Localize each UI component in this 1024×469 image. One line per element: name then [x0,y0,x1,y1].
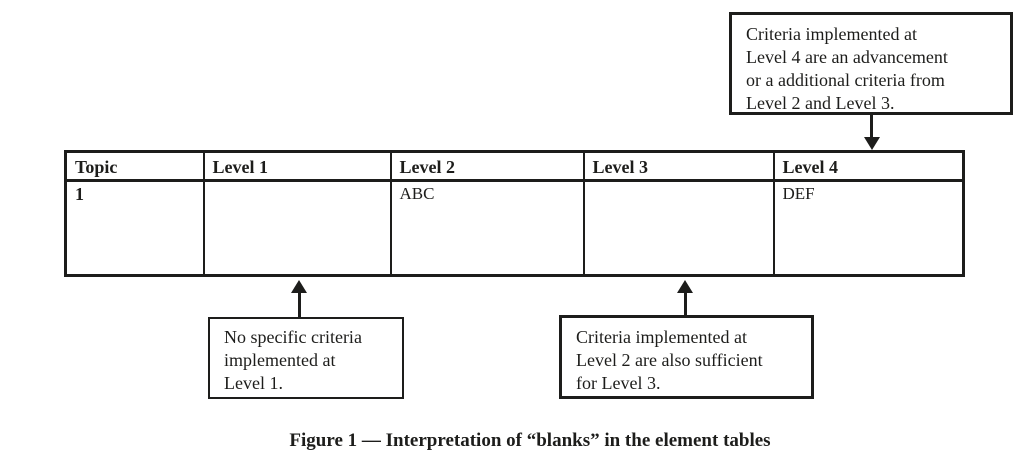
callout-level4-box: Criteria implemented at Level 4 are an a… [729,12,1013,115]
table-header-row: Topic Level 1 Level 2 Level 3 Level 4 [64,150,965,182]
arrow-up-to-level3-column [684,291,687,315]
table-row: 1 ABC DEF [64,179,965,277]
column-header-topic: Topic [64,150,205,182]
callout-level4-text-line: or a additional criteria from [746,70,945,90]
callout-level1-text-line: No specific criteria [224,327,362,347]
column-header-level1: Level 1 [202,150,392,182]
arrow-down-to-level4-column [870,115,873,139]
callout-level4-text-line: Level 4 are an advancement [746,47,948,67]
arrow-up-icon [291,280,307,293]
figure-caption: Figure 1 — Interpretation of “blanks” in… [289,430,771,451]
callout-level1-text-line: Level 1. [224,373,283,393]
callout-level3-box: Criteria implemented at Level 2 are also… [559,315,814,399]
column-header-level2: Level 2 [389,150,585,182]
callout-level3-text-line: Level 2 are also sufficient [576,350,763,370]
column-header-level4: Level 4 [772,150,965,182]
element-table: Topic Level 1 Level 2 Level 3 Level 4 1 … [64,150,965,277]
arrow-up-icon [677,280,693,293]
callout-level3-text-line: for Level 3. [576,373,661,393]
arrow-down-icon [864,137,880,150]
column-header-level3: Level 3 [582,150,775,182]
callout-level1-box: No specific criteria implemented at Leve… [208,317,404,399]
callout-level1-text-line: implemented at [224,350,336,370]
cell-level1-blank [202,179,392,277]
callout-level4-text-line: Criteria implemented at [746,24,917,44]
cell-level2-abc: ABC [389,179,585,277]
cell-level3-blank [582,179,775,277]
cell-topic-1: 1 [64,179,205,277]
callout-level4-text-line: Level 2 and Level 3. [746,93,895,113]
cell-level4-def: DEF [772,179,965,277]
arrow-up-to-level1-column [298,291,301,317]
callout-level3-text-line: Criteria implemented at [576,327,747,347]
